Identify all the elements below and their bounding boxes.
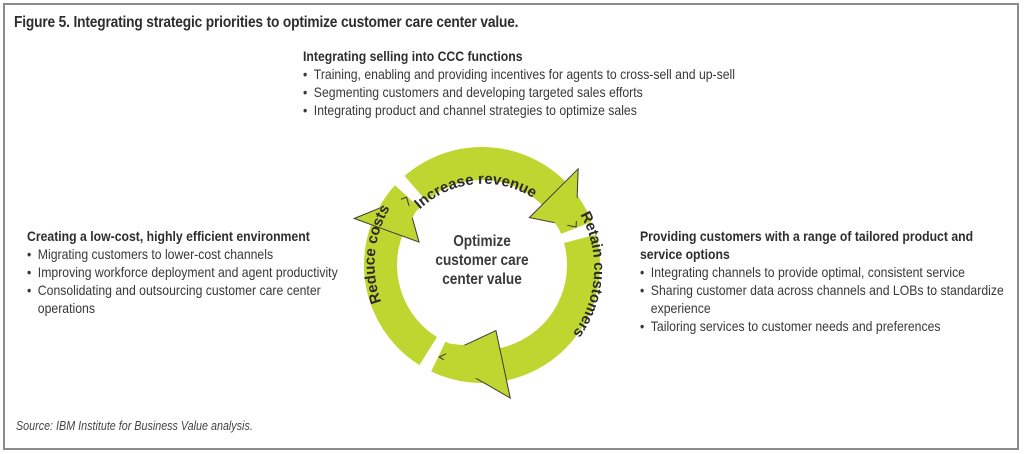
bullet-list: Integrating channels to provide optimal,… <box>640 264 1009 336</box>
list-item: Tailoring services to customer needs and… <box>640 318 1009 336</box>
cycle-center-label: Optimize customer care center value <box>402 232 562 289</box>
cycle-ring <box>352 147 600 400</box>
arrowhead-retain-customers-fill <box>543 183 589 230</box>
figure-source: Source: IBM Institute for Business Value… <box>16 419 253 433</box>
bullet-list: Migrating customers to lower-cost channe… <box>27 246 356 318</box>
selling-priorities-block: Integrating selling into CCC functions T… <box>303 48 807 120</box>
list-item: Sharing customer data across channels an… <box>640 282 1009 318</box>
figure-title: Figure 5. Integrating strategic prioriti… <box>14 14 519 31</box>
list-item: Consolidating and outsourcing customer c… <box>27 282 356 318</box>
list-item: Migrating customers to lower-cost channe… <box>27 246 356 264</box>
block-heading: Creating a low-cost, highly efficient en… <box>27 229 310 244</box>
list-item: Integrating channels to provide optimal,… <box>640 264 1009 282</box>
list-item: Training, enabling and providing incenti… <box>303 66 807 84</box>
list-item: Integrating product and channel strategi… <box>303 102 807 120</box>
segment-gap <box>560 221 597 244</box>
block-heading: Integrating selling into CCC functions <box>303 49 523 64</box>
segment-gap <box>394 175 427 209</box>
list-item: Segmenting customers and developing targ… <box>303 84 807 102</box>
segment-gap <box>418 336 446 373</box>
cost-priorities-block: Creating a low-cost, highly efficient en… <box>27 228 356 318</box>
list-item: Improving workforce deployment and agent… <box>27 264 356 282</box>
arrowhead-reduce-costs-fill <box>437 343 504 382</box>
bullet-list: Training, enabling and providing incenti… <box>303 66 807 120</box>
center-line-2: customer care <box>435 252 529 269</box>
arrowhead-increase-revenue-fill <box>372 190 416 234</box>
center-line-3: center value <box>442 271 522 288</box>
center-line-1: Optimize <box>453 233 511 250</box>
retention-priorities-block: Providing customers with a range of tail… <box>640 228 1009 336</box>
block-heading: Providing customers with a range of tail… <box>640 229 974 262</box>
